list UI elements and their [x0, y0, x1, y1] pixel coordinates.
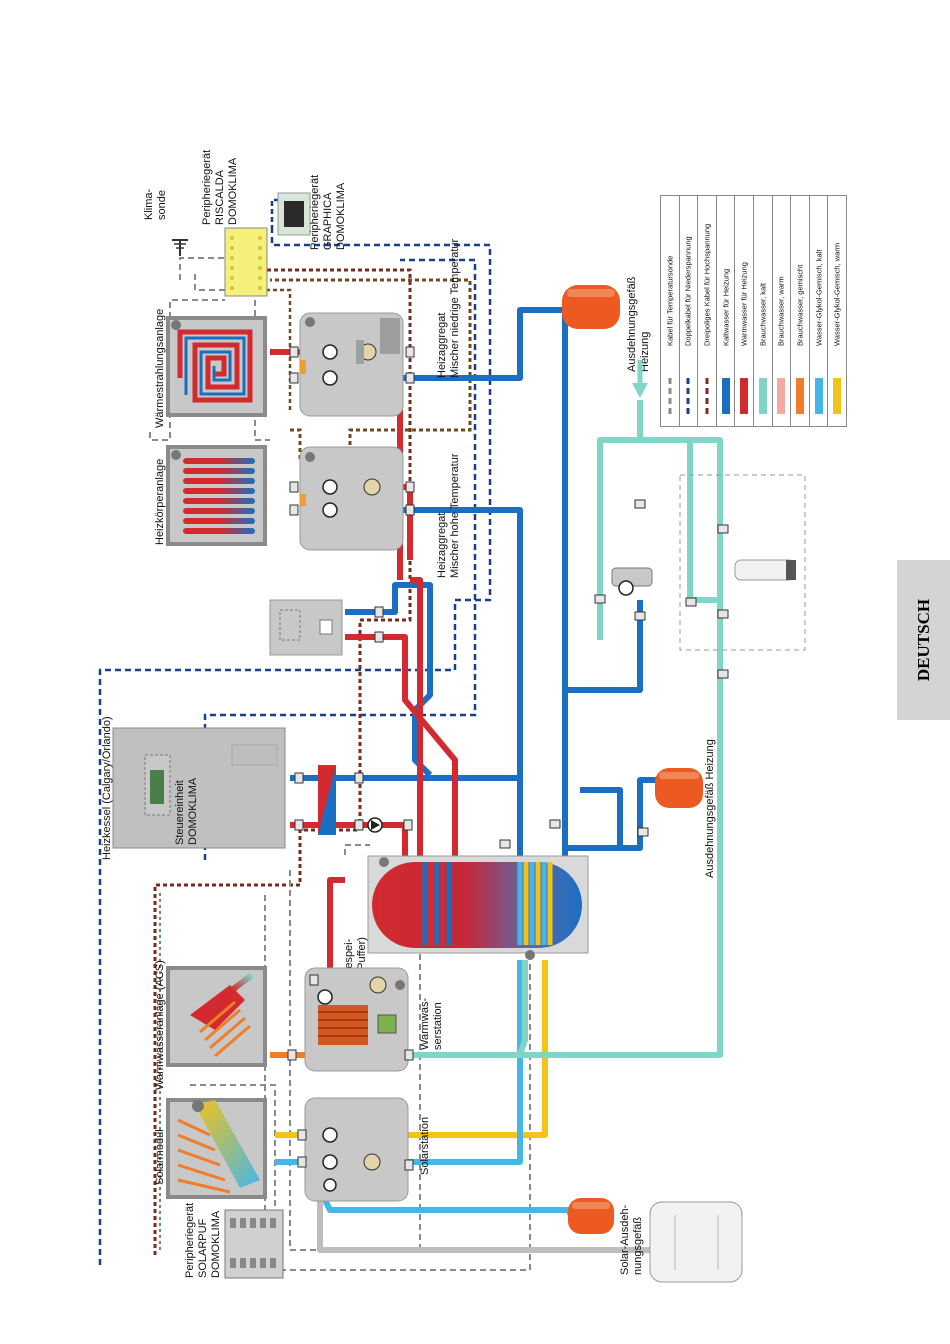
mixer-low-temp: [299, 312, 404, 417]
legend-swatch: [668, 378, 672, 414]
legend-label: Brauchwasser, kalt: [758, 283, 768, 346]
valve-symbols: [287, 346, 729, 1171]
legend-swatch: [777, 378, 786, 414]
legend-item: Brauchwasser, gemischt: [791, 196, 810, 426]
language-tab: DEUTSCH: [897, 560, 950, 720]
grey-vessel: [649, 1201, 743, 1283]
legend-item: Wasser-Glykol-Gemisch, kalt: [810, 196, 829, 426]
solar-station-label: Solarstation: [419, 1117, 431, 1175]
legend-label: Kabel für Temperatursonde: [665, 255, 675, 346]
hot-water-unit: [166, 966, 267, 1067]
boiler-label: Heizkessel (Calgary/Orlando): [101, 716, 113, 860]
legend-label: Dreipoliges Kabel für Hochspannung: [702, 223, 712, 346]
radiator-unit: [166, 445, 267, 546]
hot-water-label: Warmwasseranlage (ACS): [154, 960, 166, 1090]
solar-expansion-vessel: [568, 1198, 614, 1234]
legend-label: Brauchwasser, gemischt: [795, 264, 805, 346]
legend-swatch: [758, 378, 767, 414]
heat-exchanger-icon: [318, 765, 383, 835]
legend-item: Wasser-Glykol-Gemisch, warm: [828, 196, 846, 426]
solar-station: [304, 1097, 409, 1202]
service-water-box: [611, 474, 806, 651]
switch-box: [269, 599, 343, 656]
solar-module: [166, 1098, 267, 1199]
legend-item: Doppelkabel für Niederspannung: [680, 196, 699, 426]
legend-swatch: [705, 378, 709, 414]
legend: Kabel für Temperatursonde Doppelkabel für…: [660, 195, 847, 427]
hot-water-station-label: Warmwas- serstation: [419, 995, 444, 1050]
riscalda-label: Peripheriegerät RISCALDA DOMOKLIMA: [201, 147, 239, 225]
legend-label: Doppelkabel für Niederspannung: [683, 236, 693, 346]
legend-item: Kaltwasser für Heizung: [717, 196, 736, 426]
graphica-device: [277, 192, 311, 236]
legend-item: Kabel für Temperatursonde: [661, 196, 680, 426]
solar-expansion-label: Solar-Ausdeh- nungsgefäß: [619, 1202, 644, 1275]
legend-item: Warmwasser für Heizung: [735, 196, 754, 426]
climate-sensor-icon: [172, 239, 188, 256]
riscalda-device: [224, 227, 268, 297]
legend-item: Brauchwasser, kalt: [754, 196, 773, 426]
klimasonde-label: Klima- sonde: [143, 186, 168, 220]
legend-label: Kaltwasser für Heizung: [721, 268, 731, 346]
solarpuf-device: [224, 1209, 284, 1279]
arrow-down-icon: [632, 360, 648, 398]
underfloor-label: Wärmestrahlungsanlage: [154, 309, 166, 428]
language-tab-label: DEUTSCH: [913, 598, 933, 682]
mixer-high-label: Heizaggregat Mischer hohe Temperatur: [436, 453, 461, 578]
legend-swatch: [721, 378, 730, 414]
legend-swatch: [833, 378, 842, 414]
radiator-label: Heizkörperanlage: [154, 459, 166, 545]
legend-label: Warmwasser für Heizung: [739, 262, 749, 346]
control-unit-label: Steuereinheit DOMOKLIMA: [174, 777, 199, 845]
legend-label: Wasser-Glykol-Gemisch, kalt: [814, 249, 824, 346]
boiler-unit: [112, 727, 286, 849]
expansion-top-label: Ausdehnungsgefäß Heizung: [626, 274, 651, 372]
solar-module-label: Solarmodul: [154, 1129, 166, 1185]
graphica-label: Peripheriegerät GRAPHICA DOMOKLIMA: [309, 172, 347, 250]
legend-label: Brauchwasser, warm: [776, 276, 786, 346]
legend-swatch: [686, 378, 690, 414]
expansion-vessel-top: [562, 285, 620, 329]
buffer-tank: [367, 855, 589, 960]
legend-item: Dreipoliges Kabel für Hochspannung: [698, 196, 717, 426]
hot-water-station: [304, 967, 409, 1072]
expansion-vessel-mid: [655, 768, 703, 808]
expansion-mid-label: Ausdehnungsgefäß Heizung: [704, 739, 716, 878]
legend-swatch: [814, 378, 823, 414]
legend-label: Wasser-Glykol-Gemisch, warm: [832, 242, 842, 346]
underfloor-heating-unit: [166, 316, 267, 417]
mixer-high-temp: [299, 446, 404, 551]
legend-item: Brauchwasser, warm: [773, 196, 792, 426]
mixer-low-label: Heizaggregat Mischer niedrige Temperatur: [436, 238, 461, 378]
legend-swatch: [740, 378, 749, 414]
solarpuf-label: Peripheriegerät SOLARPUF DOMOKLIMA: [184, 1200, 222, 1278]
legend-swatch: [795, 378, 804, 414]
